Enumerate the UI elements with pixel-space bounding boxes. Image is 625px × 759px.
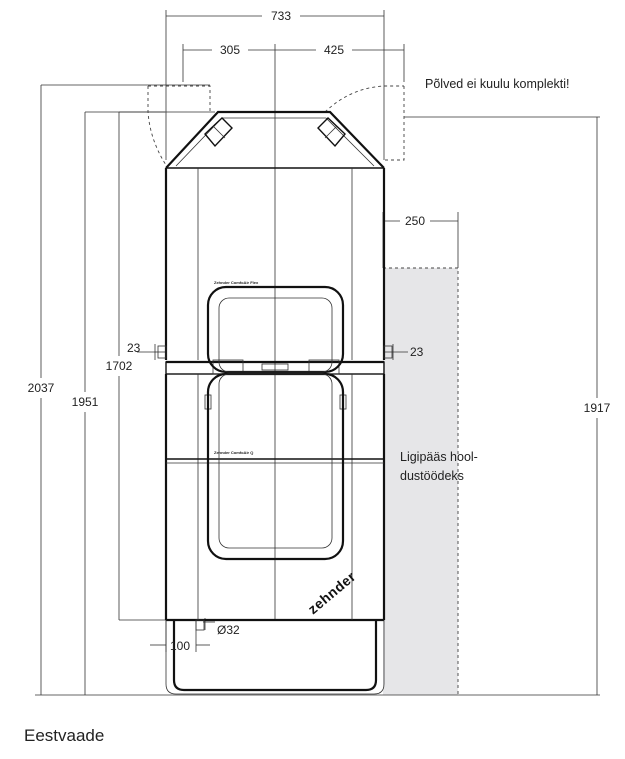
left-bend-curve: [147, 86, 167, 166]
note-bends-not-included: Põlved ei kuulu komplekti!: [425, 77, 570, 91]
dim-height-1917: 1917: [584, 401, 611, 415]
right-bend-curve: [324, 85, 404, 113]
dim-left-stub: 23: [127, 341, 141, 355]
lower-viewing-window: [206, 372, 345, 561]
right-side-stub: [383, 345, 393, 359]
dim-height-1951: 1951: [72, 395, 99, 409]
dim-height-1702: 1702: [106, 359, 133, 373]
right-roof-connector: [317, 117, 346, 148]
upper-viewing-window: [206, 285, 345, 374]
condensate-outlet: [195, 619, 205, 631]
service-access-area: [383, 268, 458, 695]
brand-logo: zehnder: [305, 568, 359, 617]
dim-side-clearance: 250: [405, 214, 425, 228]
right-bend-outline: [384, 86, 405, 161]
dim-right-offset: 425: [324, 43, 344, 57]
dim-bottom-offset: 100: [170, 639, 190, 653]
upper-unit-label: Zehnder ComfoAir Flex: [214, 280, 259, 285]
ventilation-unit: [147, 85, 405, 695]
left-side-stub: [157, 345, 167, 359]
dim-right-stub: 23: [410, 345, 424, 359]
stand-frame: [172, 620, 378, 692]
view-caption: Eestvaade: [24, 726, 104, 745]
note-service-access-line1: Ligipääs hool-: [400, 450, 478, 464]
lower-unit-label: Zehnder ComfoAir Q: [214, 450, 253, 455]
upper-unit-roof: [165, 110, 385, 169]
dim-total-width: 733: [271, 9, 291, 23]
dim-left-offset: 305: [220, 43, 240, 57]
note-service-access-line2: dustöödeks: [400, 469, 464, 483]
left-roof-connector: [204, 117, 233, 148]
dim-pipe-diameter: Ø32: [217, 623, 240, 637]
left-bend-outline: [148, 85, 211, 112]
dim-total-height: 2037: [28, 381, 55, 395]
